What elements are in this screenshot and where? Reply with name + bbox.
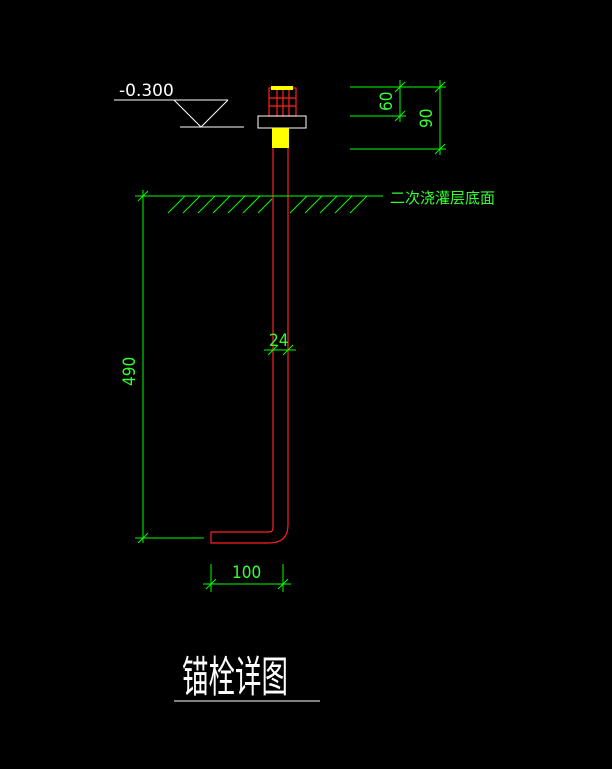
dim-tick xyxy=(137,532,149,544)
base-plate xyxy=(257,115,307,129)
hatch-line xyxy=(304,195,323,214)
dim-tick xyxy=(394,110,406,122)
top-dimension-group: 60 90 xyxy=(350,80,446,155)
anchor-bolt xyxy=(210,148,289,544)
embed-depth-dimension: 490 xyxy=(120,190,204,544)
dim-tick xyxy=(277,578,289,590)
drawing-title: 锚栓详图 xyxy=(182,653,288,703)
hatch-line xyxy=(212,195,231,214)
dim-tick xyxy=(137,190,149,202)
elevation-marker: -0.300 xyxy=(114,81,244,128)
double-nut xyxy=(268,86,297,117)
elevation-triangle-icon xyxy=(173,99,229,128)
hatch-line xyxy=(197,195,216,214)
elevation-label: -0.300 xyxy=(119,81,174,101)
dim-label-nut-height: 60 xyxy=(377,92,397,111)
dim-tick xyxy=(434,143,446,155)
hatch-line xyxy=(242,195,261,214)
dim-label-embed-depth: 490 xyxy=(120,357,140,386)
bolt-thread-end xyxy=(271,86,293,90)
dim-label-plate-to-top: 90 xyxy=(417,109,437,128)
hatch-line xyxy=(289,195,308,214)
hatch-line xyxy=(257,198,273,214)
hatch-line xyxy=(334,195,353,214)
hatch-line xyxy=(349,195,368,214)
bolt-diameter-dimension: 24 xyxy=(264,331,296,356)
dim-tick xyxy=(394,81,406,93)
dim-tick xyxy=(434,81,446,93)
hook-length-dimension: 100 xyxy=(203,563,291,592)
drawing-title-block: 锚栓详图 xyxy=(174,653,320,703)
hatch-line xyxy=(182,195,201,214)
hatch-line xyxy=(167,195,186,214)
grout-layer-line: 二次浇灌层底面 xyxy=(135,189,495,214)
hatch-line xyxy=(319,195,338,214)
dim-tick xyxy=(267,344,279,356)
dim-tick xyxy=(205,578,217,590)
hatch-line xyxy=(227,195,246,214)
dim-label-bolt-diameter: 24 xyxy=(269,331,288,351)
grout-layer-label: 二次浇灌层底面 xyxy=(390,189,495,207)
dim-label-hook-length: 100 xyxy=(232,563,261,583)
grout-sleeve xyxy=(272,128,289,148)
dim-tick xyxy=(282,344,294,356)
bolt-outline xyxy=(210,148,289,544)
